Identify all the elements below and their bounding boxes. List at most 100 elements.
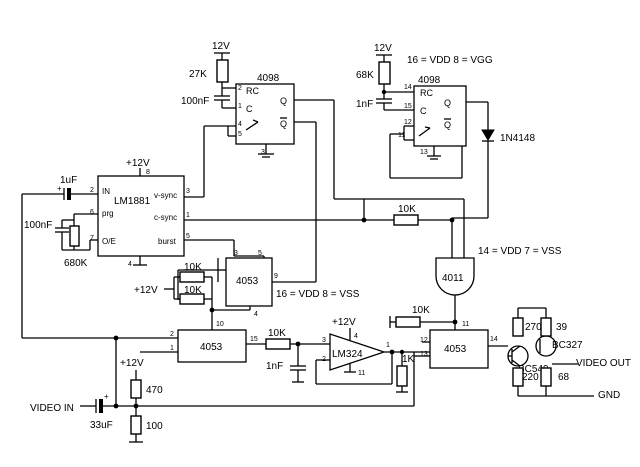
pin-q-label: Q [444,98,451,108]
svg-text:13: 13 [420,149,428,156]
resistor-68-label: 68 [558,372,570,383]
svg-text:10: 10 [216,321,224,328]
capacitor-1nf-b-label: 1nF [266,361,283,372]
svg-text:15: 15 [250,336,258,343]
resistor-270-label: 270 [525,322,542,333]
diode-1n4148 [481,129,495,141]
resistor-10k-a-label: 10K [184,262,202,273]
transistor-bc327-label: BC327 [552,340,583,351]
gnd-label: GND [598,390,620,401]
svg-text:5: 5 [258,250,262,257]
resistor-39-label: 39 [556,322,568,333]
svg-text:4: 4 [254,311,258,318]
svg-text:9: 9 [274,273,278,280]
svg-text:1: 1 [186,212,190,219]
supply-label-plus12v-b: +12V [134,285,158,296]
svg-text:11: 11 [358,370,365,377]
svg-text:3: 3 [322,337,326,344]
supply-label-12v-b: 12V [374,43,392,54]
svg-text:3: 3 [186,188,190,195]
svg-text:IN: IN [102,187,110,196]
ic-4053-right-body [429,329,489,369]
svg-text:2: 2 [238,85,242,92]
capacitor-100nf-label: 100nF [181,96,209,107]
resistor-68k-label: 68K [356,70,374,81]
pin-qbar-label: Q [280,119,287,129]
resistor-470 [130,379,142,399]
video-input-stage: VIDEO IN + 33uF +12V 470 100 [30,358,414,443]
switch-4053-middle: 4053 3 5 9 4 10K 10K +12V 10 [134,250,278,328]
svg-text:v-sync: v-sync [154,191,177,200]
svg-text:7: 7 [90,235,94,242]
svg-text:3: 3 [234,250,238,257]
svg-text:5: 5 [238,131,242,138]
monostable-4098-left: 12V 27K 100nF 4098 RC C Q Q 2 1 4 5 3 [181,41,465,283]
svg-text:prg: prg [102,209,114,218]
capacitor-100nf-b-label: 100nF [24,220,52,231]
resistor-68k [378,61,391,85]
capacitor-33uf-label: 33uF [90,420,113,431]
svg-text:2: 2 [90,187,94,194]
resistor-100-label: 100 [146,421,163,432]
svg-text:11: 11 [462,321,469,328]
opamp-lm324-body [329,333,387,371]
svg-text:burst: burst [158,237,177,246]
resistor-270 [512,317,524,337]
resistor-10k-d-label: 10K [412,305,430,316]
resistor-10k-csync [393,214,419,226]
opamp-lm324: LM324 +12V 4 3 2 1 11 [315,317,430,385]
svg-text:11: 11 [398,132,405,139]
video-out-label: VIDEO OUT [576,358,631,369]
svg-text:12: 12 [420,337,428,344]
note-power-4011: 14 = VDD 7 = VSS [478,246,562,257]
svg-text:+: + [57,184,62,193]
svg-text:6: 6 [90,209,94,216]
monostable-4098-right: 12V 68K 1nF 14 15 4098 RC C Q Q 12 11 13 [356,43,535,219]
capacitor-1uf-label: 1uF [60,175,77,186]
note-power-4053: 16 = VDD 8 = VSS [276,289,360,300]
gate-4011-label: 4011 [442,273,464,284]
resistor-39 [540,317,552,337]
resistor-10k-d [395,316,421,328]
ic-4053-middle-body [225,257,273,307]
resistor-10k-c-label: 10K [268,328,286,339]
svg-text:+: + [104,392,109,401]
pin-c-label: C [420,106,427,116]
capacitor-1nf-label: 1nF [356,99,373,110]
output-stage: BC549 BC327 270 39 220 68 VIDEO OUT GND [507,307,631,401]
ic-4098-right-label: 4098 [418,75,441,86]
ic-lm1881-label: LM1881 [114,196,151,207]
svg-text:14: 14 [490,336,498,343]
svg-text:1: 1 [238,103,242,110]
switch-4053-right: 4053 12 13 11 14 10K 1K [389,305,508,406]
ic-4053-lower-label: 4053 [200,342,223,353]
pin-rc-label: RC [246,86,259,96]
resistor-680k-label: 680K [64,258,88,269]
svg-text:13: 13 [420,351,428,358]
resistor-100 [130,415,142,435]
svg-text:4: 4 [128,261,132,268]
sync-separator-lm1881: +12V LM1881 IN prg O/E v-sync c-sync bur… [21,158,455,338]
pin-rc-label: RC [420,88,433,98]
resistor-470-label: 470 [146,385,163,396]
resistor-27k [216,59,229,83]
svg-text:5: 5 [186,233,190,240]
supply-label-plus12v-a: +12V [126,158,150,169]
ic-4098-left-label: 4098 [257,73,280,84]
resistor-10k-c [265,338,291,350]
svg-text:14: 14 [404,84,412,91]
video-in-label: VIDEO IN [30,403,74,414]
svg-text:8: 8 [146,169,150,176]
resistor-680k [69,225,80,247]
ic-lm1881-body [97,175,185,257]
gate-4011-body [435,257,475,296]
ic-4053-middle-label: 4053 [236,276,259,287]
svg-text:1: 1 [386,342,390,349]
svg-text:15: 15 [404,103,412,110]
resistor-27k-label: 27K [189,69,207,80]
ic-4053-right-label: 4053 [444,344,467,355]
supply-label-12v-a: 12V [212,41,230,52]
pin-q-label: Q [280,96,287,106]
resistor-10k-b-label: 10K [184,285,202,296]
